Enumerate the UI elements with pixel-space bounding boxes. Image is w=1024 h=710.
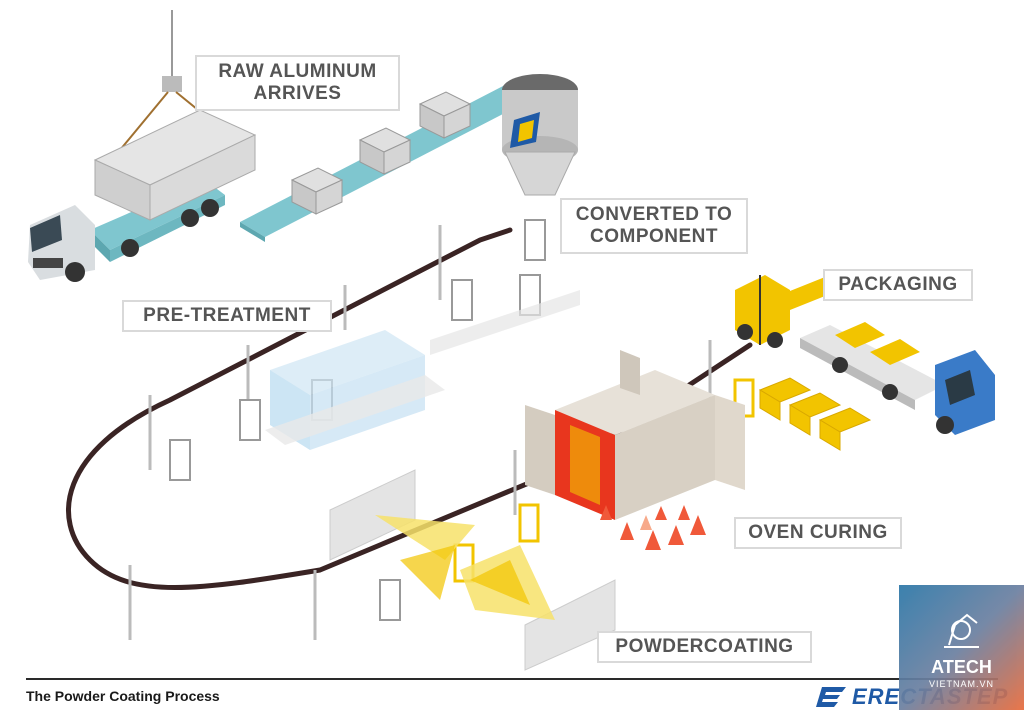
label-raw-line1: RAW ALUMINUM: [218, 61, 377, 82]
extrusion-hopper: [502, 74, 578, 196]
footer-title: The Powder Coating Process: [26, 688, 220, 704]
track-posts: [128, 225, 712, 640]
label-raw-aluminum: RAW ALUMINUM ARRIVES: [195, 55, 400, 111]
label-oven-text: OVEN CURING: [748, 522, 888, 543]
aluminum-bundle: [418, 91, 472, 139]
aluminum-bundle: [290, 167, 344, 215]
shipping-truck: [800, 322, 995, 435]
packaged-product: [758, 377, 872, 451]
watermark: ATECH VIETNAM.VN: [899, 585, 1024, 710]
aluminum-stack: [93, 109, 257, 221]
powder-booth: [329, 469, 616, 671]
brand-mark-icon: [816, 687, 846, 707]
label-converted: CONVERTED TO COMPONENT: [560, 198, 748, 254]
label-pretreatment: PRE-TREATMENT: [122, 300, 332, 332]
coated-parts: [453, 378, 755, 583]
label-packaging: PACKAGING: [823, 269, 973, 301]
watermark-sub: VIETNAM.VN: [928, 679, 994, 689]
watermark-name: ATECH: [931, 657, 992, 677]
label-oven-curing: OVEN CURING: [734, 517, 902, 549]
aluminum-bundle: [358, 127, 412, 175]
pretreatment-tank: [265, 290, 580, 450]
footer-divider: [26, 678, 998, 680]
robot-arm-icon: [944, 613, 979, 648]
curing-oven: [525, 350, 745, 520]
label-pretreatment-text: PRE-TREATMENT: [143, 305, 311, 326]
label-converted-line1: CONVERTED TO: [575, 204, 733, 225]
label-packaging-text: PACKAGING: [838, 274, 958, 295]
overhead-track: [66, 227, 753, 590]
label-powder-text: POWDERCOATING: [615, 636, 794, 657]
label-powdercoating: POWDERCOATING: [597, 631, 812, 663]
label-converted-line2: COMPONENT: [590, 226, 718, 247]
label-raw-line2: ARRIVES: [253, 83, 342, 104]
heat-cones: [600, 505, 706, 550]
